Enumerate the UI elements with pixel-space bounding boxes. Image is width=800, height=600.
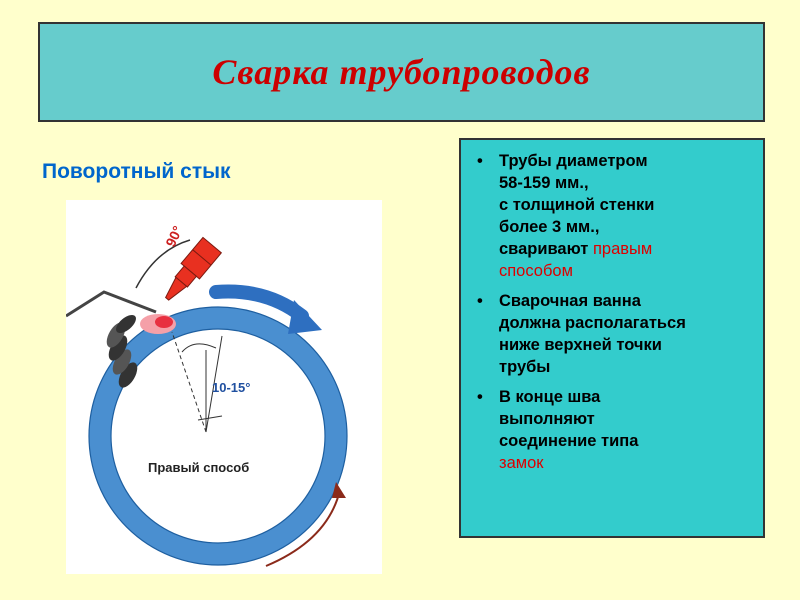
info-list: • Трубы диаметром 58-159 мм., с толщиной… [475, 150, 755, 474]
info-item-1-highlight-1: правым [592, 240, 653, 258]
pipe-outer-edge [88, 306, 348, 566]
info-item-3-line-2: выполняют [499, 410, 595, 428]
info-panel: • Трубы диаметром 58-159 мм., с толщиной… [459, 138, 765, 538]
rotation-arrow-head [288, 300, 322, 334]
angle-arc-side [181, 343, 217, 353]
info-item-1-line-2: 58-159 мм., [499, 174, 589, 192]
pipe-inner-edge [110, 328, 326, 544]
weld-bead [106, 315, 138, 388]
rotation-arrow-bottom-head [332, 482, 346, 498]
info-item-1: • Трубы диаметром 58-159 мм., с толщиной… [475, 150, 755, 282]
angle-side-label: 10-15° [212, 380, 250, 395]
info-item-1-line-3: с толщиной стенки [499, 196, 655, 214]
rotation-arrow-bottom [265, 489, 341, 567]
diagram-caption: Правый способ [148, 460, 249, 475]
angle-arc-90 [135, 239, 191, 289]
info-item-2-line-2: должна располагаться [499, 314, 686, 332]
angle-90-label: 90° [162, 223, 185, 249]
slide-subtitle: Поворотный стык [42, 160, 231, 183]
info-item-3-line-3: соединение типа [499, 432, 639, 450]
info-item-1-line-5: сваривают [499, 240, 593, 258]
torch-icon [164, 236, 223, 301]
bullet-dot-icon: • [477, 152, 483, 170]
info-item-1-highlight-2: способом [499, 262, 573, 280]
bullet-dot-icon: • [477, 292, 483, 310]
welding-diagram: 90° 10-15° Правый способ [66, 200, 382, 574]
angle-line-right [205, 335, 223, 433]
slide-title: Сварка трубопроводов [212, 52, 591, 92]
pipe-ring [89, 307, 347, 565]
info-item-2: • Сварочная ванна должна располагаться н… [475, 290, 755, 378]
filler-rod [66, 290, 157, 318]
info-item-3-highlight: замок [499, 454, 544, 472]
info-item-2-line-4: трубы [499, 358, 551, 376]
weld-pool-core [155, 316, 173, 328]
bullet-dot-icon: • [477, 388, 483, 406]
axis-tick [197, 415, 223, 421]
angle-line-left [171, 331, 207, 433]
info-item-1-line-4: более 3 мм., [499, 218, 600, 236]
info-item-2-line-1: Сварочная ванна [499, 292, 641, 310]
info-item-2-line-3: ниже верхней точки [499, 336, 662, 354]
info-item-3: • В конце шва выполняют соединение типа … [475, 386, 755, 474]
welding-diagram-svg: 90° 10-15° Правый способ [66, 223, 348, 567]
info-item-3-line-1: В конце шва [499, 388, 601, 406]
title-banner: Сварка трубопроводов [38, 22, 765, 122]
info-item-1-line-1: Трубы диаметром [499, 152, 648, 170]
